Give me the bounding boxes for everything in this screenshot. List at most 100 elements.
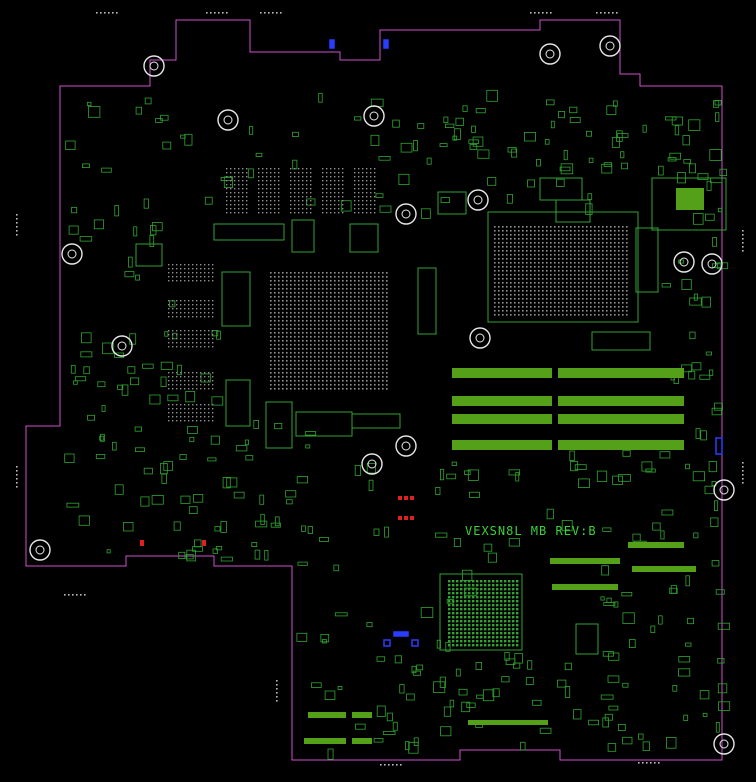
bga-pad bbox=[306, 276, 308, 278]
bga-pad bbox=[492, 624, 495, 627]
bga-pad bbox=[282, 292, 284, 294]
bga-pad bbox=[314, 292, 316, 294]
bga-pad bbox=[550, 282, 552, 284]
bga-pad bbox=[476, 616, 479, 619]
bga-pad bbox=[476, 584, 479, 587]
bga-pad bbox=[358, 380, 360, 382]
passive bbox=[355, 723, 366, 730]
bga-pad bbox=[460, 592, 463, 595]
bga-pad bbox=[480, 592, 483, 595]
bga-pad bbox=[366, 276, 368, 278]
bga-pad bbox=[578, 302, 580, 304]
bga-pad bbox=[334, 292, 336, 294]
bga-pad bbox=[386, 284, 388, 286]
bga-pad bbox=[290, 352, 292, 354]
bga-pad bbox=[334, 348, 336, 350]
bga-pad bbox=[514, 278, 516, 280]
passive bbox=[135, 106, 143, 115]
bga-pad bbox=[322, 336, 324, 338]
chip-pad bbox=[172, 280, 174, 282]
connector bbox=[352, 712, 372, 718]
bga-pad bbox=[358, 344, 360, 346]
bga-pad bbox=[302, 312, 304, 314]
chip-pad bbox=[204, 376, 206, 378]
bga-pad bbox=[562, 298, 564, 300]
bga-pad bbox=[582, 246, 584, 248]
chip-pad bbox=[370, 188, 372, 190]
chip-pad bbox=[188, 268, 190, 270]
bga-pad bbox=[618, 254, 620, 256]
chip-pad bbox=[180, 384, 182, 386]
bga-pad bbox=[278, 384, 280, 386]
bga-pad bbox=[530, 234, 532, 236]
bga-pad bbox=[488, 584, 491, 587]
chip-pad bbox=[172, 404, 174, 406]
passive bbox=[86, 101, 92, 106]
bga-pad bbox=[618, 290, 620, 292]
chip-pad bbox=[322, 176, 324, 178]
edge-pad bbox=[654, 762, 656, 764]
chip-pad bbox=[270, 172, 272, 174]
bga-pad bbox=[500, 596, 503, 599]
bga-pad bbox=[484, 636, 487, 639]
chip-pad bbox=[246, 200, 248, 202]
bga-pad bbox=[314, 312, 316, 314]
bga-pad bbox=[334, 324, 336, 326]
chip-pad bbox=[184, 416, 186, 418]
passive bbox=[207, 457, 217, 462]
chip-pad bbox=[238, 180, 240, 182]
bga-pad bbox=[282, 384, 284, 386]
bga-pad bbox=[274, 384, 276, 386]
chip-pad bbox=[246, 180, 248, 182]
passive bbox=[127, 366, 136, 374]
bga-pad bbox=[496, 612, 499, 615]
bga-pad bbox=[502, 294, 504, 296]
bga-pad bbox=[494, 258, 496, 260]
bga-pad bbox=[506, 306, 508, 308]
chip-pad bbox=[180, 408, 182, 410]
bga-pad bbox=[622, 286, 624, 288]
bga-pad bbox=[602, 298, 604, 300]
chip-pad bbox=[204, 312, 206, 314]
chip-pad bbox=[200, 276, 202, 278]
bga-pad bbox=[286, 332, 288, 334]
passive bbox=[286, 499, 293, 505]
chip-pad bbox=[374, 168, 376, 170]
chip-pad bbox=[306, 192, 308, 194]
passive bbox=[114, 205, 119, 217]
bga-pad bbox=[354, 364, 356, 366]
passive bbox=[318, 537, 329, 542]
chip-pad bbox=[172, 272, 174, 274]
bga-pad bbox=[314, 284, 316, 286]
bga-pad bbox=[518, 314, 520, 316]
chip-pad bbox=[242, 192, 244, 194]
bga-pad bbox=[468, 612, 471, 615]
passive bbox=[601, 565, 610, 576]
passive bbox=[244, 439, 249, 446]
bga-pad bbox=[318, 304, 320, 306]
chip-pad bbox=[338, 168, 340, 170]
bga-pad bbox=[382, 272, 384, 274]
chip-pad bbox=[196, 304, 198, 306]
bga-pad bbox=[346, 328, 348, 330]
bga-pad bbox=[374, 292, 376, 294]
bga-pad bbox=[310, 332, 312, 334]
chip-pad bbox=[168, 384, 170, 386]
chip-pad bbox=[342, 196, 344, 198]
bga-pad bbox=[290, 316, 292, 318]
bga-pad bbox=[322, 340, 324, 342]
chip-pad bbox=[246, 188, 248, 190]
chip-pad bbox=[310, 172, 312, 174]
bga-pad bbox=[456, 596, 459, 599]
bga-pad bbox=[510, 242, 512, 244]
chip-pad bbox=[196, 272, 198, 274]
chip-pad bbox=[184, 316, 186, 318]
chip-pad bbox=[326, 200, 328, 202]
passive bbox=[622, 612, 635, 624]
bga-pad bbox=[362, 272, 364, 274]
chip-pad bbox=[230, 172, 232, 174]
bga-pad bbox=[358, 320, 360, 322]
cpu-bga-pad-array bbox=[270, 272, 388, 390]
bga-pad bbox=[330, 340, 332, 342]
bga-pad bbox=[302, 324, 304, 326]
